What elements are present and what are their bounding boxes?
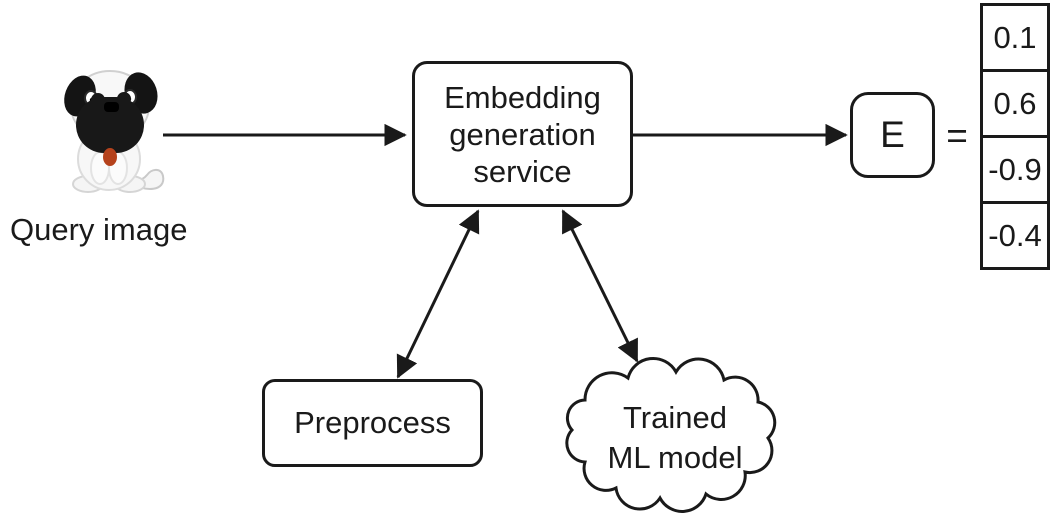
ml-model-label: Trained ML model xyxy=(607,400,743,475)
vector-cell: -0.4 xyxy=(988,217,1042,253)
query-image-label: Query image xyxy=(10,212,188,247)
cloud-shape xyxy=(565,356,777,513)
vector-cell: -0.9 xyxy=(983,138,1047,204)
vector-cell: 0.1 xyxy=(983,6,1047,72)
embedding-output-label: E xyxy=(880,114,905,155)
preprocess-box: Preprocess xyxy=(262,379,483,467)
embedding-output-box: E xyxy=(850,92,935,178)
dog-icon xyxy=(64,70,165,193)
arrow-embedding-mlmodel xyxy=(561,209,639,363)
vector-cell: 0.6 xyxy=(983,72,1047,138)
embedding-generation-service-box: Embedding generation service xyxy=(412,61,633,207)
embedding-generation-service-label: Embedding generation service xyxy=(444,79,601,189)
preprocess-label: Preprocess xyxy=(294,405,451,440)
arrow-embedding-preprocess xyxy=(396,209,480,379)
equals-sign: = xyxy=(946,115,968,156)
